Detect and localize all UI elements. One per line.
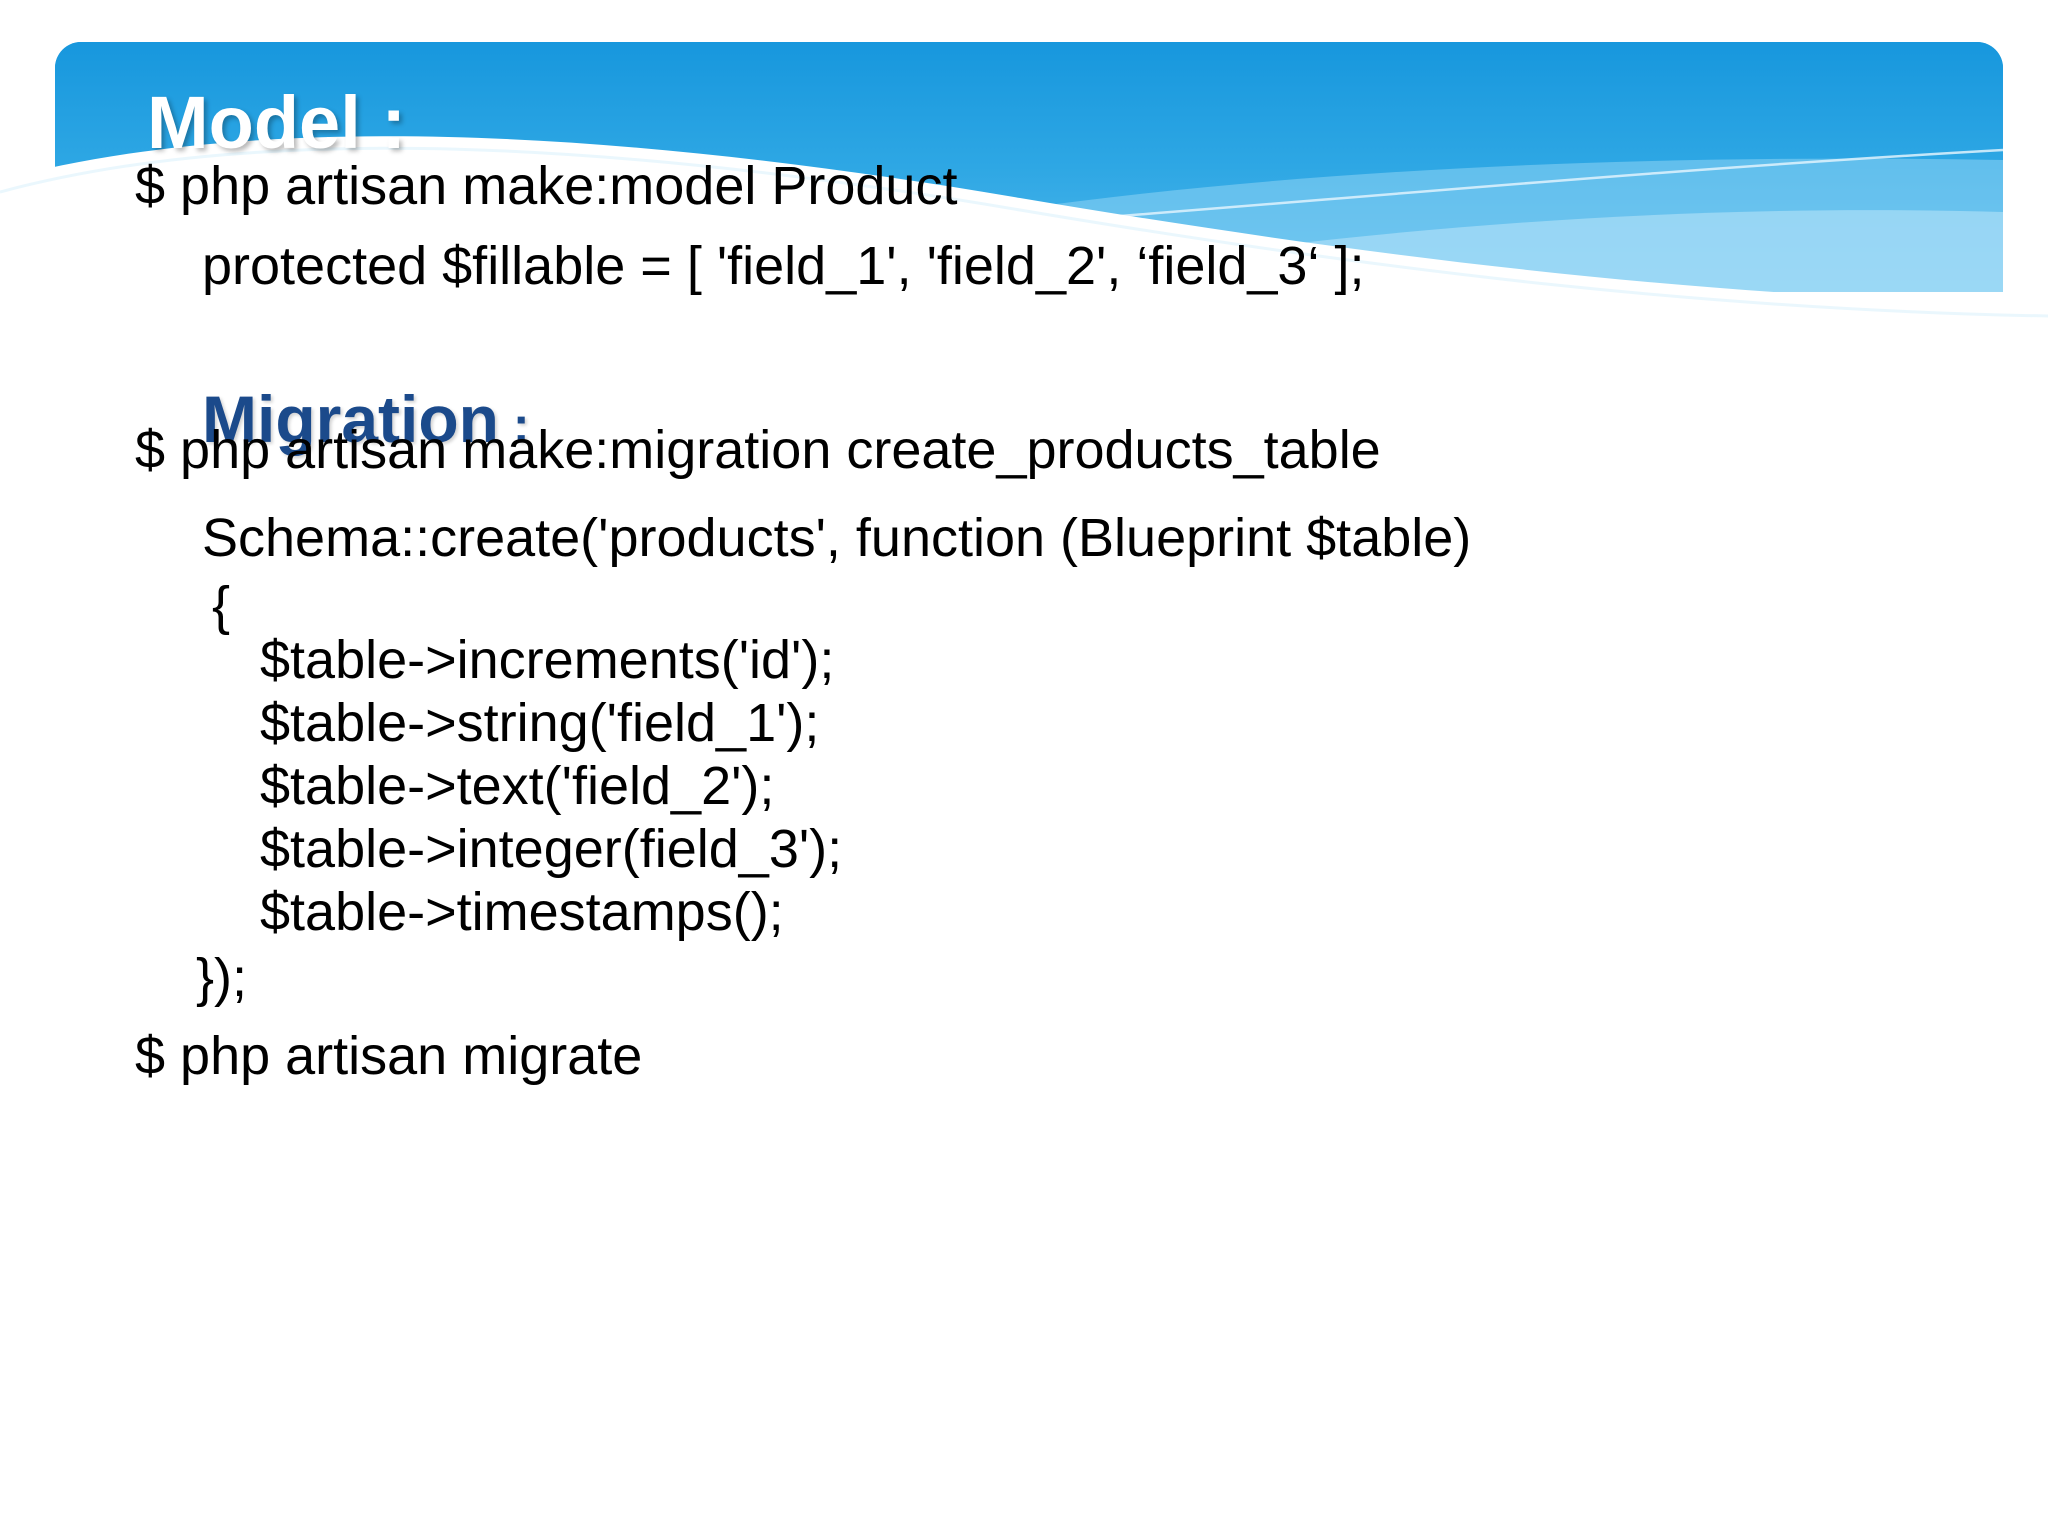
section-heading-migration-colon: : — [499, 397, 530, 453]
code-line-increments-id: $table->increments('id'); — [260, 630, 835, 690]
code-line-migration-make: $ php artisan make:migration create_prod… — [135, 420, 1381, 480]
code-line-model-fillable: protected $fillable = [ 'field_1', 'fiel… — [202, 236, 1365, 296]
code-line-close-brace: }); — [196, 948, 248, 1008]
code-line-text-field-2: $table->text('field_2'); — [260, 756, 775, 816]
code-line-model-make: $ php artisan make:model Product — [135, 156, 958, 216]
code-line-artisan-migrate: $ php artisan migrate — [135, 1026, 643, 1086]
code-line-integer-field-3: $table->integer(field_3'); — [260, 819, 843, 879]
section-heading-migration-label: Migration — [202, 382, 499, 456]
section-heading-migration: Migration : — [92, 320, 530, 518]
code-line-schema-create: Schema::create('products', function (Blu… — [202, 508, 1472, 568]
code-line-timestamps: $table->timestamps(); — [260, 882, 784, 942]
code-line-open-brace: { — [212, 576, 231, 636]
code-line-string-field-1: $table->string('field_1'); — [260, 693, 820, 753]
